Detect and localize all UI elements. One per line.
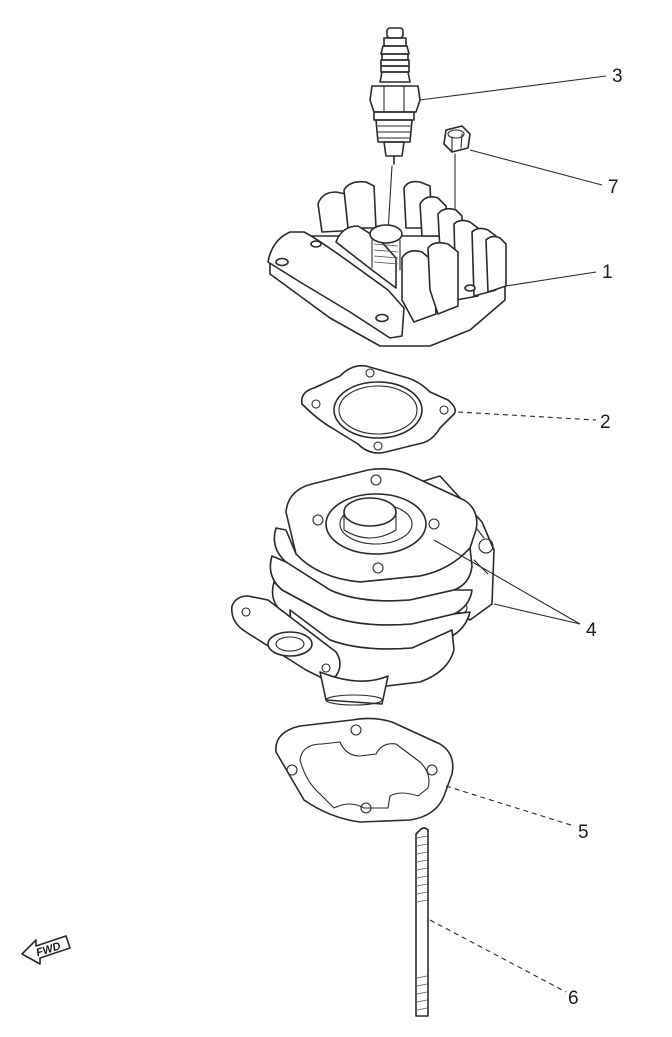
forward-arrow-icon: FWD (21, 935, 71, 965)
cylinder-block (230, 468, 495, 706)
head-gasket (300, 364, 456, 454)
base-gasket (275, 717, 454, 823)
spark-plug (369, 27, 421, 165)
head-nut (443, 125, 471, 153)
plug-centerline (387, 165, 393, 233)
leader-lines (419, 75, 607, 993)
callout-5: 5 (578, 822, 589, 843)
cylinder-head (267, 180, 507, 347)
fwd-label: FWD (35, 940, 63, 959)
callout-2: 2 (600, 412, 611, 433)
callout-3: 3 (612, 66, 623, 87)
callout-labels: 3 7 1 2 4 5 6 (568, 66, 623, 1009)
stud-bolt (415, 827, 429, 1017)
callout-4: 4 (586, 620, 597, 641)
callout-7: 7 (608, 177, 619, 198)
callout-1: 1 (602, 262, 613, 283)
callout-6: 6 (568, 988, 579, 1009)
